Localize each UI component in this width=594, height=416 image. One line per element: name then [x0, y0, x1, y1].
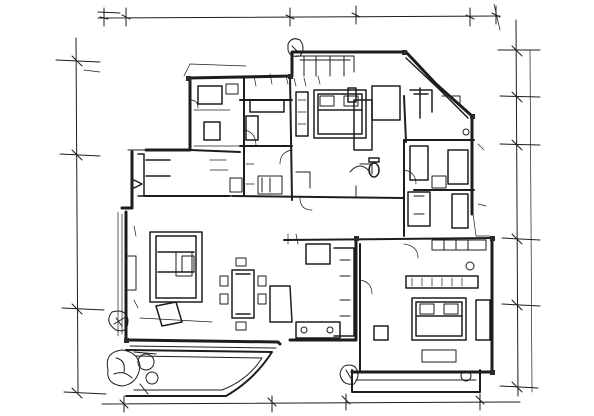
interior-walls: [143, 75, 495, 371]
entrance: [127, 149, 243, 197]
balcony-planter: [441, 95, 461, 107]
room-terrace: [125, 345, 481, 397]
bed-icon: [313, 89, 367, 139]
room-bathroom: [368, 145, 469, 229]
dimension-lines: [55, 3, 541, 413]
living-room-window: [127, 255, 137, 291]
sketch-detail-strokes: [117, 63, 491, 337]
second-bedroom-desk: [475, 299, 491, 341]
coffee-table-icon: [181, 255, 195, 273]
dimension-line-bottom: [101, 393, 521, 413]
tree-icon-lower: [339, 364, 359, 385]
tree-icon-terrace: [106, 349, 159, 395]
room-dining-area: [219, 257, 341, 339]
terrace-inner-curve: [133, 355, 263, 391]
balcony-pot: [462, 128, 470, 136]
toilet-icon: [368, 157, 380, 178]
armchair-icon: [155, 301, 183, 327]
sofa-icon: [149, 231, 203, 303]
master-door-arc: [349, 165, 371, 197]
room-third-bedroom: [193, 83, 241, 147]
room-master-bedroom: [295, 55, 401, 197]
room-living-room: [127, 225, 213, 327]
third-bedroom-wardrobe: [197, 85, 223, 105]
living-room-hatch: [133, 225, 213, 323]
structural-columns: [124, 50, 495, 375]
third-bedroom-lines: [193, 109, 241, 147]
dining-cabinet: [295, 321, 341, 339]
terrace-rail: [129, 345, 277, 349]
room-study: [245, 99, 311, 195]
room-second-bedroom: [373, 239, 491, 363]
bathroom-tub: [407, 191, 469, 229]
wardrobe: [295, 91, 309, 137]
bathroom-vanity: [409, 145, 429, 181]
dimension-line-top: [97, 3, 501, 31]
master-closet: [353, 99, 373, 151]
master-dresser: [347, 85, 401, 121]
second-bedroom-nightstand: [421, 349, 457, 363]
third-bedroom-shelf: [225, 83, 239, 95]
dining-chairs: [219, 257, 267, 331]
tree-icon-right: [460, 370, 472, 382]
bed-icon-second: [411, 297, 467, 341]
master-window: [295, 55, 355, 77]
second-bedroom-wardrobe: [405, 275, 479, 289]
third-bedroom-desk: [203, 121, 221, 141]
balcony-railing: [409, 87, 433, 119]
second-bedroom-lamp: [465, 261, 475, 271]
study-shelf: [245, 115, 259, 141]
bathroom-shower: [447, 149, 469, 185]
dimension-line-right: [497, 19, 541, 397]
second-bedroom-window: [431, 239, 487, 251]
study-chair: [295, 171, 311, 189]
dining-wall-niche: [269, 285, 293, 323]
bathroom-sink: [431, 175, 447, 189]
kitchen-detail: [339, 259, 351, 317]
dining-lamp-2: [326, 326, 334, 334]
room-kitchen: [305, 243, 355, 337]
second-bedroom-chair: [373, 325, 389, 341]
terrace-outline: [125, 349, 273, 397]
kitchen-island: [305, 243, 331, 265]
door-swings: [189, 99, 419, 295]
balcony-angled-wall: [405, 57, 469, 119]
bathroom-fixtures: [413, 195, 425, 215]
room-balcony: [405, 57, 470, 136]
dimension-line-left: [55, 37, 107, 399]
dining-table-icon: [231, 269, 255, 319]
study-fixture: [257, 175, 283, 195]
dining-lamp: [300, 326, 308, 334]
tree-icon-top: [287, 38, 304, 57]
exterior-walls: [120, 50, 494, 374]
study-desk: [249, 99, 285, 113]
lower-balcony: [351, 369, 481, 393]
kitchen-counter: [333, 247, 355, 337]
